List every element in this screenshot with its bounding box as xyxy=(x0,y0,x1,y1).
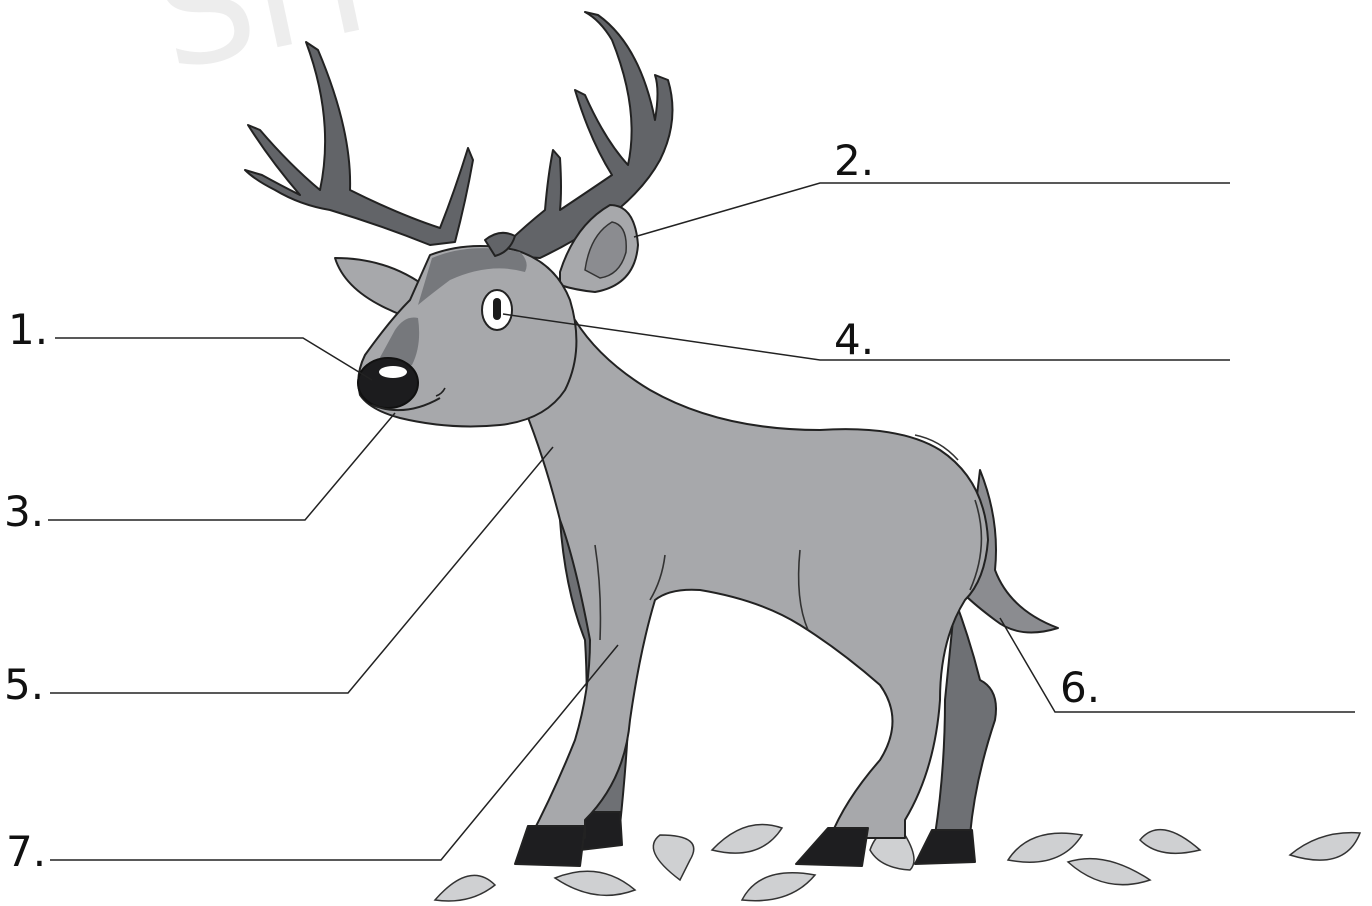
label-number-6: 6. xyxy=(1060,663,1100,712)
leaf xyxy=(1290,833,1360,860)
front-hoof xyxy=(515,826,585,866)
leaf xyxy=(1008,833,1082,862)
label-number-2: 2. xyxy=(834,136,874,185)
leaf xyxy=(742,873,815,901)
nose-part xyxy=(358,358,418,408)
body xyxy=(525,320,988,838)
leader-line-2 xyxy=(634,183,1230,237)
label-number-3: 3. xyxy=(4,487,44,536)
leaf xyxy=(1140,830,1200,854)
label-number-4: 4. xyxy=(834,315,874,364)
back-hoof xyxy=(796,828,868,866)
leaf xyxy=(712,824,782,853)
pupil xyxy=(493,298,501,320)
leaf xyxy=(653,835,693,880)
leader-line-1 xyxy=(55,338,372,380)
leaf xyxy=(435,875,495,901)
label-number-5: 5. xyxy=(4,660,44,709)
leader-line-6 xyxy=(1000,618,1355,712)
leaf xyxy=(555,871,635,895)
leader-line-5 xyxy=(50,447,553,693)
label-number-1: 1. xyxy=(8,305,48,354)
nose-highlight xyxy=(379,366,407,378)
watermark: SH xyxy=(141,0,381,105)
leaf xyxy=(1068,859,1150,885)
label-number-7: 7. xyxy=(6,827,46,876)
leader-line-3 xyxy=(48,413,395,520)
